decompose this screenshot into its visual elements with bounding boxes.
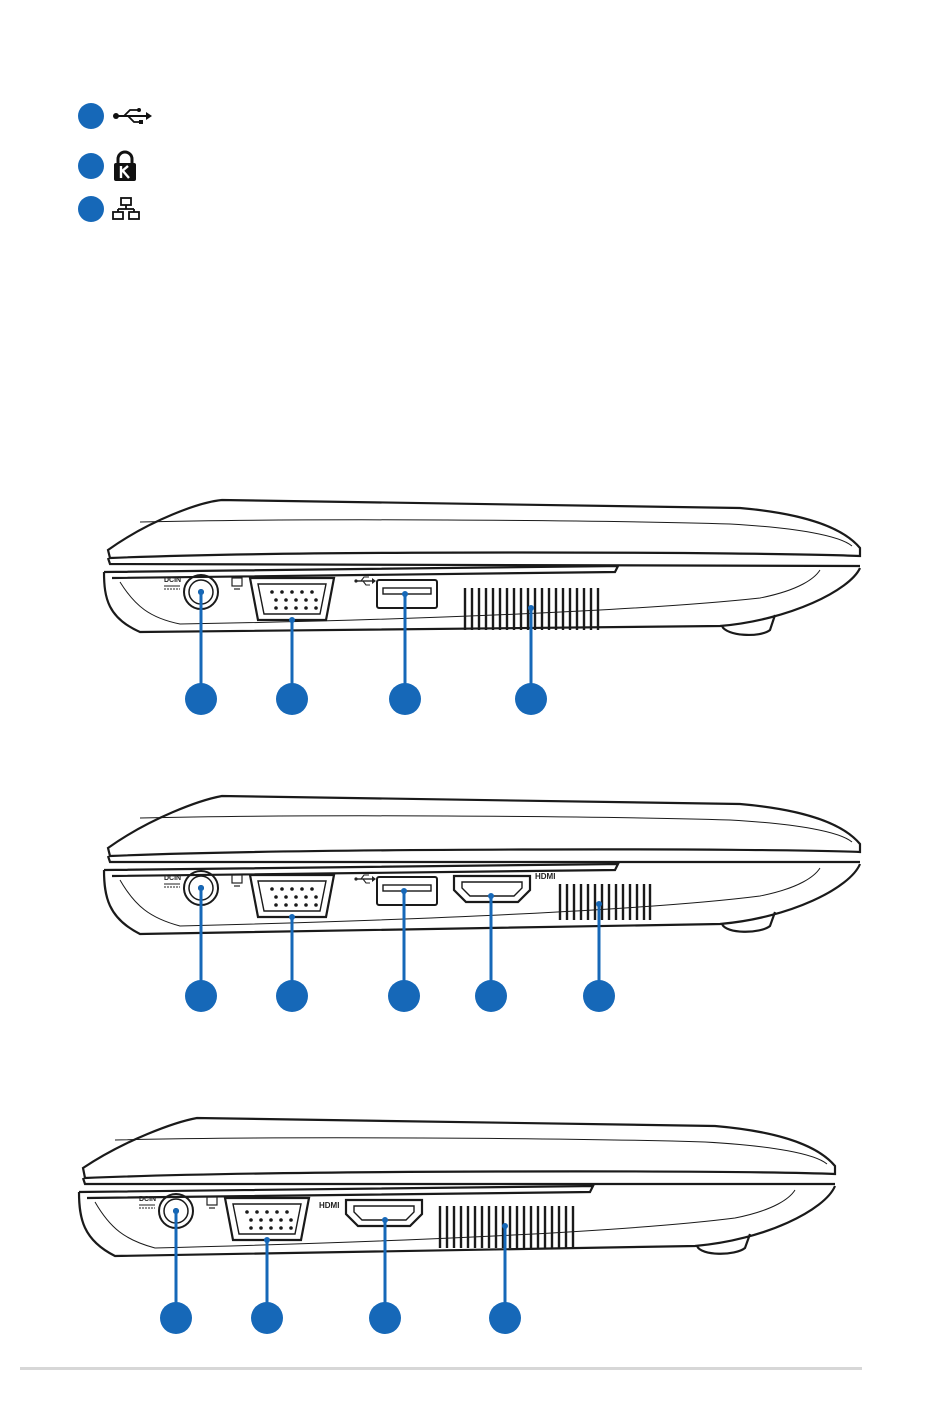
kensington-lock-icon — [112, 150, 138, 182]
laptop-outline — [79, 1118, 835, 1256]
monitor-icon — [232, 578, 242, 589]
usb-icon — [354, 577, 376, 585]
usb-icon — [112, 106, 152, 126]
dcin-label: DCIN — [164, 875, 181, 882]
dcin-label: DCIN — [164, 577, 181, 584]
laptop-outline — [104, 796, 860, 934]
callout-dot — [78, 153, 104, 179]
usb-icon — [354, 875, 376, 883]
legend-lock — [78, 150, 138, 182]
callout-dot — [78, 103, 104, 129]
dcin-label: DCIN — [139, 1196, 156, 1203]
hdmi-label: HDMI — [535, 872, 555, 881]
lan-network-icon — [112, 197, 140, 221]
laptop-side-view-b: DCIN — [0, 778, 950, 1018]
footer-divider — [20, 1367, 862, 1370]
legend-lan — [78, 196, 140, 222]
callout-dot — [78, 196, 104, 222]
vga-port — [225, 1198, 309, 1240]
legend-usb — [78, 103, 152, 129]
laptop-side-view-a: DCIN — [0, 480, 950, 720]
monitor-icon — [232, 875, 242, 886]
vga-port — [250, 875, 334, 917]
vga-port — [250, 578, 334, 620]
laptop-outline — [104, 500, 860, 635]
laptop-side-view-c: DCIN HDMI — [0, 1100, 950, 1340]
monitor-icon — [207, 1197, 217, 1208]
hdmi-label: HDMI — [319, 1201, 339, 1210]
air-vent — [560, 884, 650, 920]
